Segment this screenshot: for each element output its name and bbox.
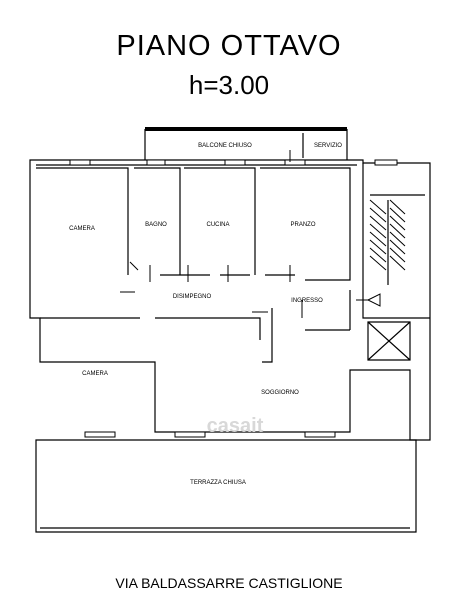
door-swings <box>120 150 381 318</box>
room-label-servizio: SERVIZIO <box>314 143 342 149</box>
room-label-camera-bottom: CAMERA <box>82 371 108 377</box>
walls <box>29 127 431 533</box>
room-label-terrazza: TERRAZZA CHIUSA <box>190 480 246 486</box>
room-label-balcone: BALCONE CHIUSO <box>198 143 252 149</box>
street-name: VIA BALDASSARRE CASTIGLIONE <box>115 575 343 591</box>
watermark: casait <box>207 415 264 437</box>
room-label-disimpegno: DISIMPEGNO <box>173 294 212 300</box>
room-label-soggiorno: SOGGIORNO <box>261 390 299 396</box>
stair-treads <box>369 199 406 271</box>
room-label-ingresso: INGRESSO <box>291 298 323 304</box>
room-label-bagno: BAGNO <box>145 222 167 228</box>
room-label-cucina: CUCINA <box>206 222 229 228</box>
plan-title: PIANO OTTAVO <box>116 30 342 62</box>
room-label-camera-top: CAMERA <box>69 226 95 232</box>
windows <box>69 159 398 438</box>
room-label-pranzo: PRANZO <box>290 222 315 228</box>
ceiling-height-label: h=3.00 <box>188 70 270 100</box>
